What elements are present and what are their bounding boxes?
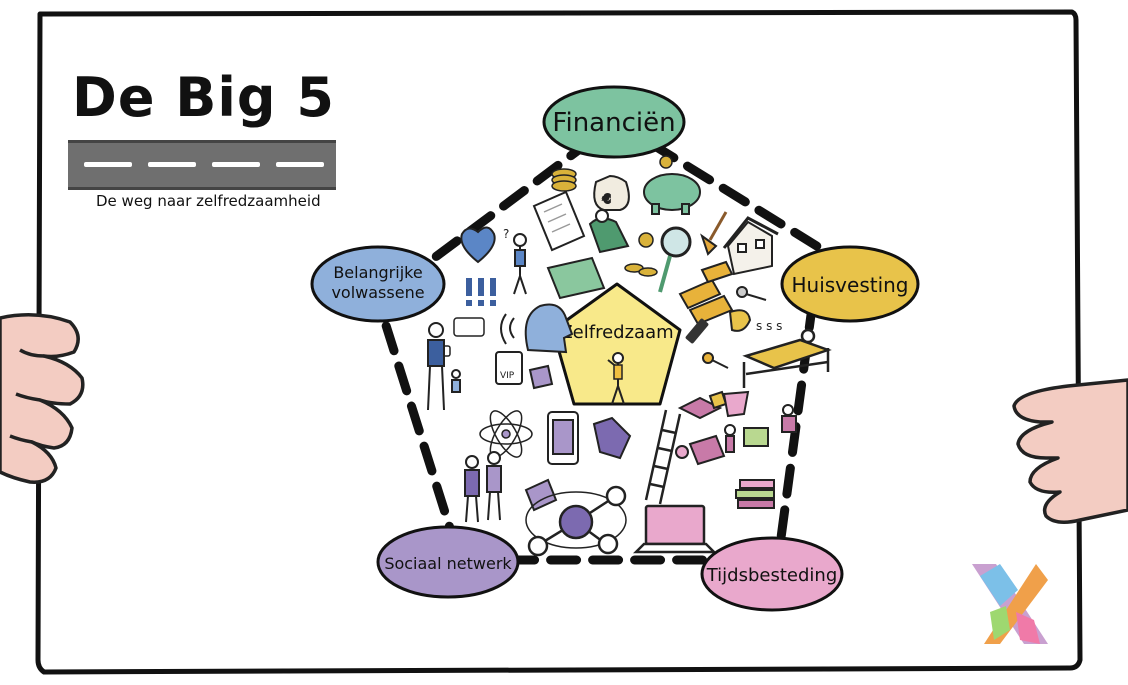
remote-icon	[685, 318, 709, 344]
person-icon	[607, 352, 625, 405]
page-title: De Big 5	[72, 66, 335, 129]
trophy-icon	[722, 390, 750, 418]
handshake-icon	[592, 416, 632, 460]
head-profile-icon	[500, 303, 574, 354]
svg-text:€: €	[603, 192, 611, 206]
puzzle-icon	[524, 364, 558, 512]
exclamation-icon	[466, 278, 496, 306]
node-sociaal-netwerk: Sociaal netwerk	[376, 525, 520, 599]
node-huisvesting: Huisvesting	[780, 245, 920, 323]
sleep-icon: s s s	[756, 319, 782, 333]
keys-icon	[702, 286, 767, 369]
right-hand-icon	[1012, 378, 1128, 524]
heart-icon	[460, 226, 496, 264]
svg-text:?: ?	[503, 227, 509, 241]
node-volwassene-label-line1: Belangrijke	[333, 263, 422, 282]
bed-icon	[742, 328, 832, 388]
road-dash	[148, 162, 196, 167]
center-label: Zelfredzaam	[560, 322, 673, 343]
vip-badge-icon: VIP	[495, 351, 523, 385]
road-dash	[276, 162, 324, 167]
thinking-person-icon: ?	[503, 227, 527, 295]
coins-icon	[551, 155, 673, 277]
network-icon	[525, 485, 627, 557]
node-financien: Financiën	[542, 85, 686, 159]
document-icon	[532, 190, 586, 252]
logo-x-icon	[972, 564, 1048, 644]
road-dash	[84, 162, 132, 167]
road-dash	[212, 162, 260, 167]
magnifier-icon	[658, 226, 692, 293]
hands-holding-icon	[588, 209, 630, 254]
node-financien-label: Financiën	[552, 108, 675, 138]
node-belangrijke-volwassene: Belangrijke volwassene	[310, 245, 446, 323]
atom-icon	[479, 410, 533, 458]
reader-icon	[781, 404, 797, 433]
graduation-cap-icon	[677, 390, 728, 420]
page-subtitle: De weg naar zelfredzaamheid	[96, 192, 321, 210]
road-graphic	[68, 140, 336, 190]
node-sociaal-netwerk-label: Sociaal netwerk	[384, 554, 512, 573]
node-huisvesting-label: Huisvesting	[791, 273, 908, 297]
standing-people-icon	[464, 451, 502, 523]
people-icon	[427, 322, 461, 411]
piggy-bank-icon	[643, 173, 701, 215]
broom-icon	[700, 211, 728, 256]
laptop-icon	[632, 504, 718, 554]
svg-text:VIP: VIP	[500, 371, 515, 381]
gold-bars-icon	[678, 260, 734, 326]
toilet-icon	[728, 309, 752, 332]
money-bag-icon: €	[593, 174, 630, 211]
paint-icon	[675, 434, 726, 466]
money-bills-icon	[546, 256, 606, 300]
left-hand-icon	[0, 313, 85, 484]
books-icon	[735, 479, 775, 509]
node-tijdsbesteding: Tijdsbesteding	[700, 536, 844, 612]
ladder-icon	[644, 409, 682, 505]
phone-icon	[547, 411, 579, 465]
house-icon	[722, 216, 779, 276]
presenter-icon	[724, 424, 769, 453]
node-tijdsbesteding-label: Tijdsbesteding	[706, 565, 838, 586]
node-volwassene-label-line2: volwassene	[331, 283, 424, 302]
